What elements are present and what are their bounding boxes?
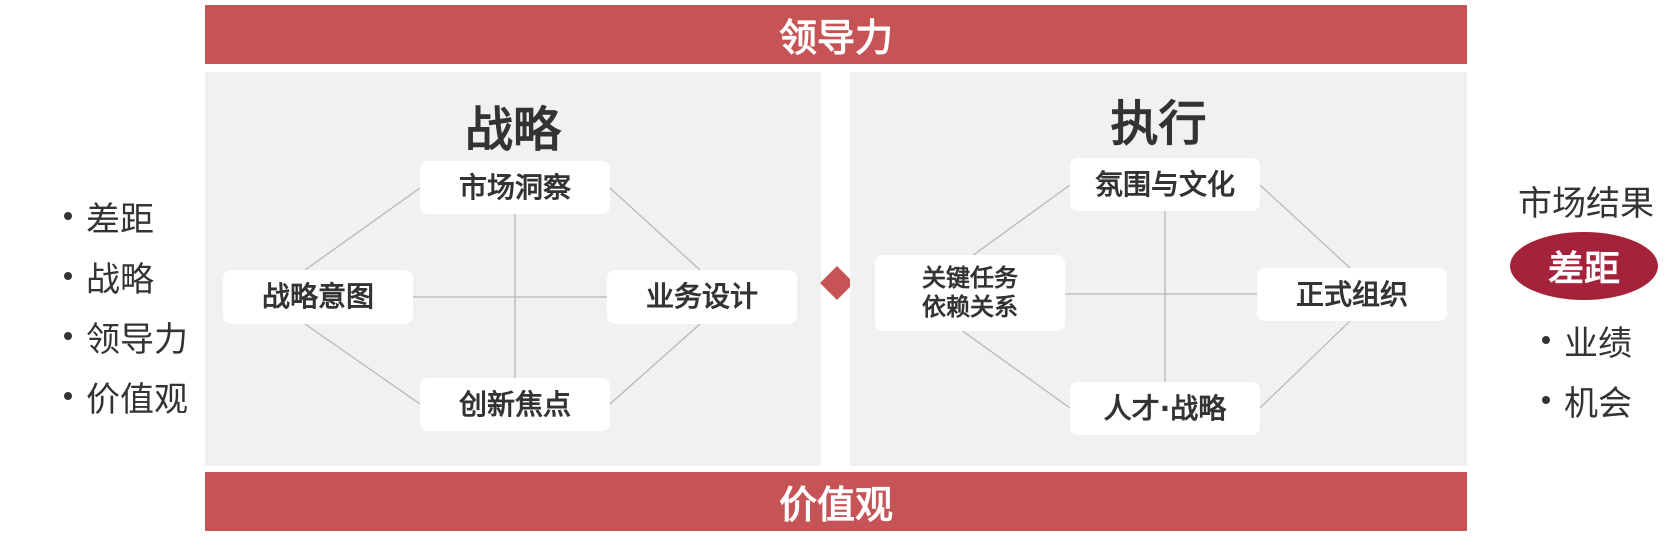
bullet-icon: [64, 272, 72, 280]
strategy-connectors: [304, 187, 701, 405]
execution-title: 执行: [1110, 96, 1207, 152]
list-item: 业绩: [1542, 310, 1632, 370]
node-formal-organization: 正式组织: [1257, 268, 1447, 321]
center-diamond-icon: [820, 266, 854, 300]
node-market-insight: 市场洞察: [420, 161, 610, 214]
list-item: 差距: [64, 186, 188, 246]
node-key-tasks-line1: 关键任务: [922, 264, 1018, 293]
bullet-icon: [64, 392, 72, 400]
values-banner: 价值观: [205, 472, 1467, 531]
node-climate-culture: 氛围与文化: [1070, 158, 1260, 211]
node-talent-strategy: 人才·战略: [1070, 382, 1260, 435]
strategy-title: 战略: [464, 102, 561, 158]
leadership-banner: 领导力: [205, 5, 1467, 64]
node-key-tasks: 关键任务 依赖关系: [875, 255, 1065, 331]
bullet-icon: [1542, 336, 1550, 344]
strategy-panel: 战略 市场洞察 战略意图 业务设计 创新焦点: [205, 72, 821, 466]
list-item: 领导力: [64, 306, 188, 366]
bullet-icon: [1542, 396, 1550, 404]
list-item: 战略: [64, 246, 188, 306]
execution-connectors: [949, 184, 1351, 409]
left-bullet-list: 差距 战略 领导力 价值观: [64, 186, 188, 426]
right-bullet-list: 业绩 机会: [1542, 310, 1632, 430]
gap-badge: 差距: [1510, 232, 1658, 300]
list-item: 价值观: [64, 366, 188, 426]
bullet-icon: [64, 332, 72, 340]
bullet-icon: [64, 212, 72, 220]
execution-panel: 执行 氛围与文化 关键任务 依赖关系 正式组织 人才·战略: [850, 72, 1467, 466]
node-innovation-focus: 创新焦点: [420, 378, 610, 431]
node-key-tasks-line2: 依赖关系: [922, 293, 1018, 321]
list-item: 机会: [1542, 370, 1632, 430]
market-result-heading: 市场结果: [1518, 184, 1654, 224]
node-strategic-intent: 战略意图: [223, 270, 413, 324]
node-business-design: 业务设计: [607, 270, 797, 324]
